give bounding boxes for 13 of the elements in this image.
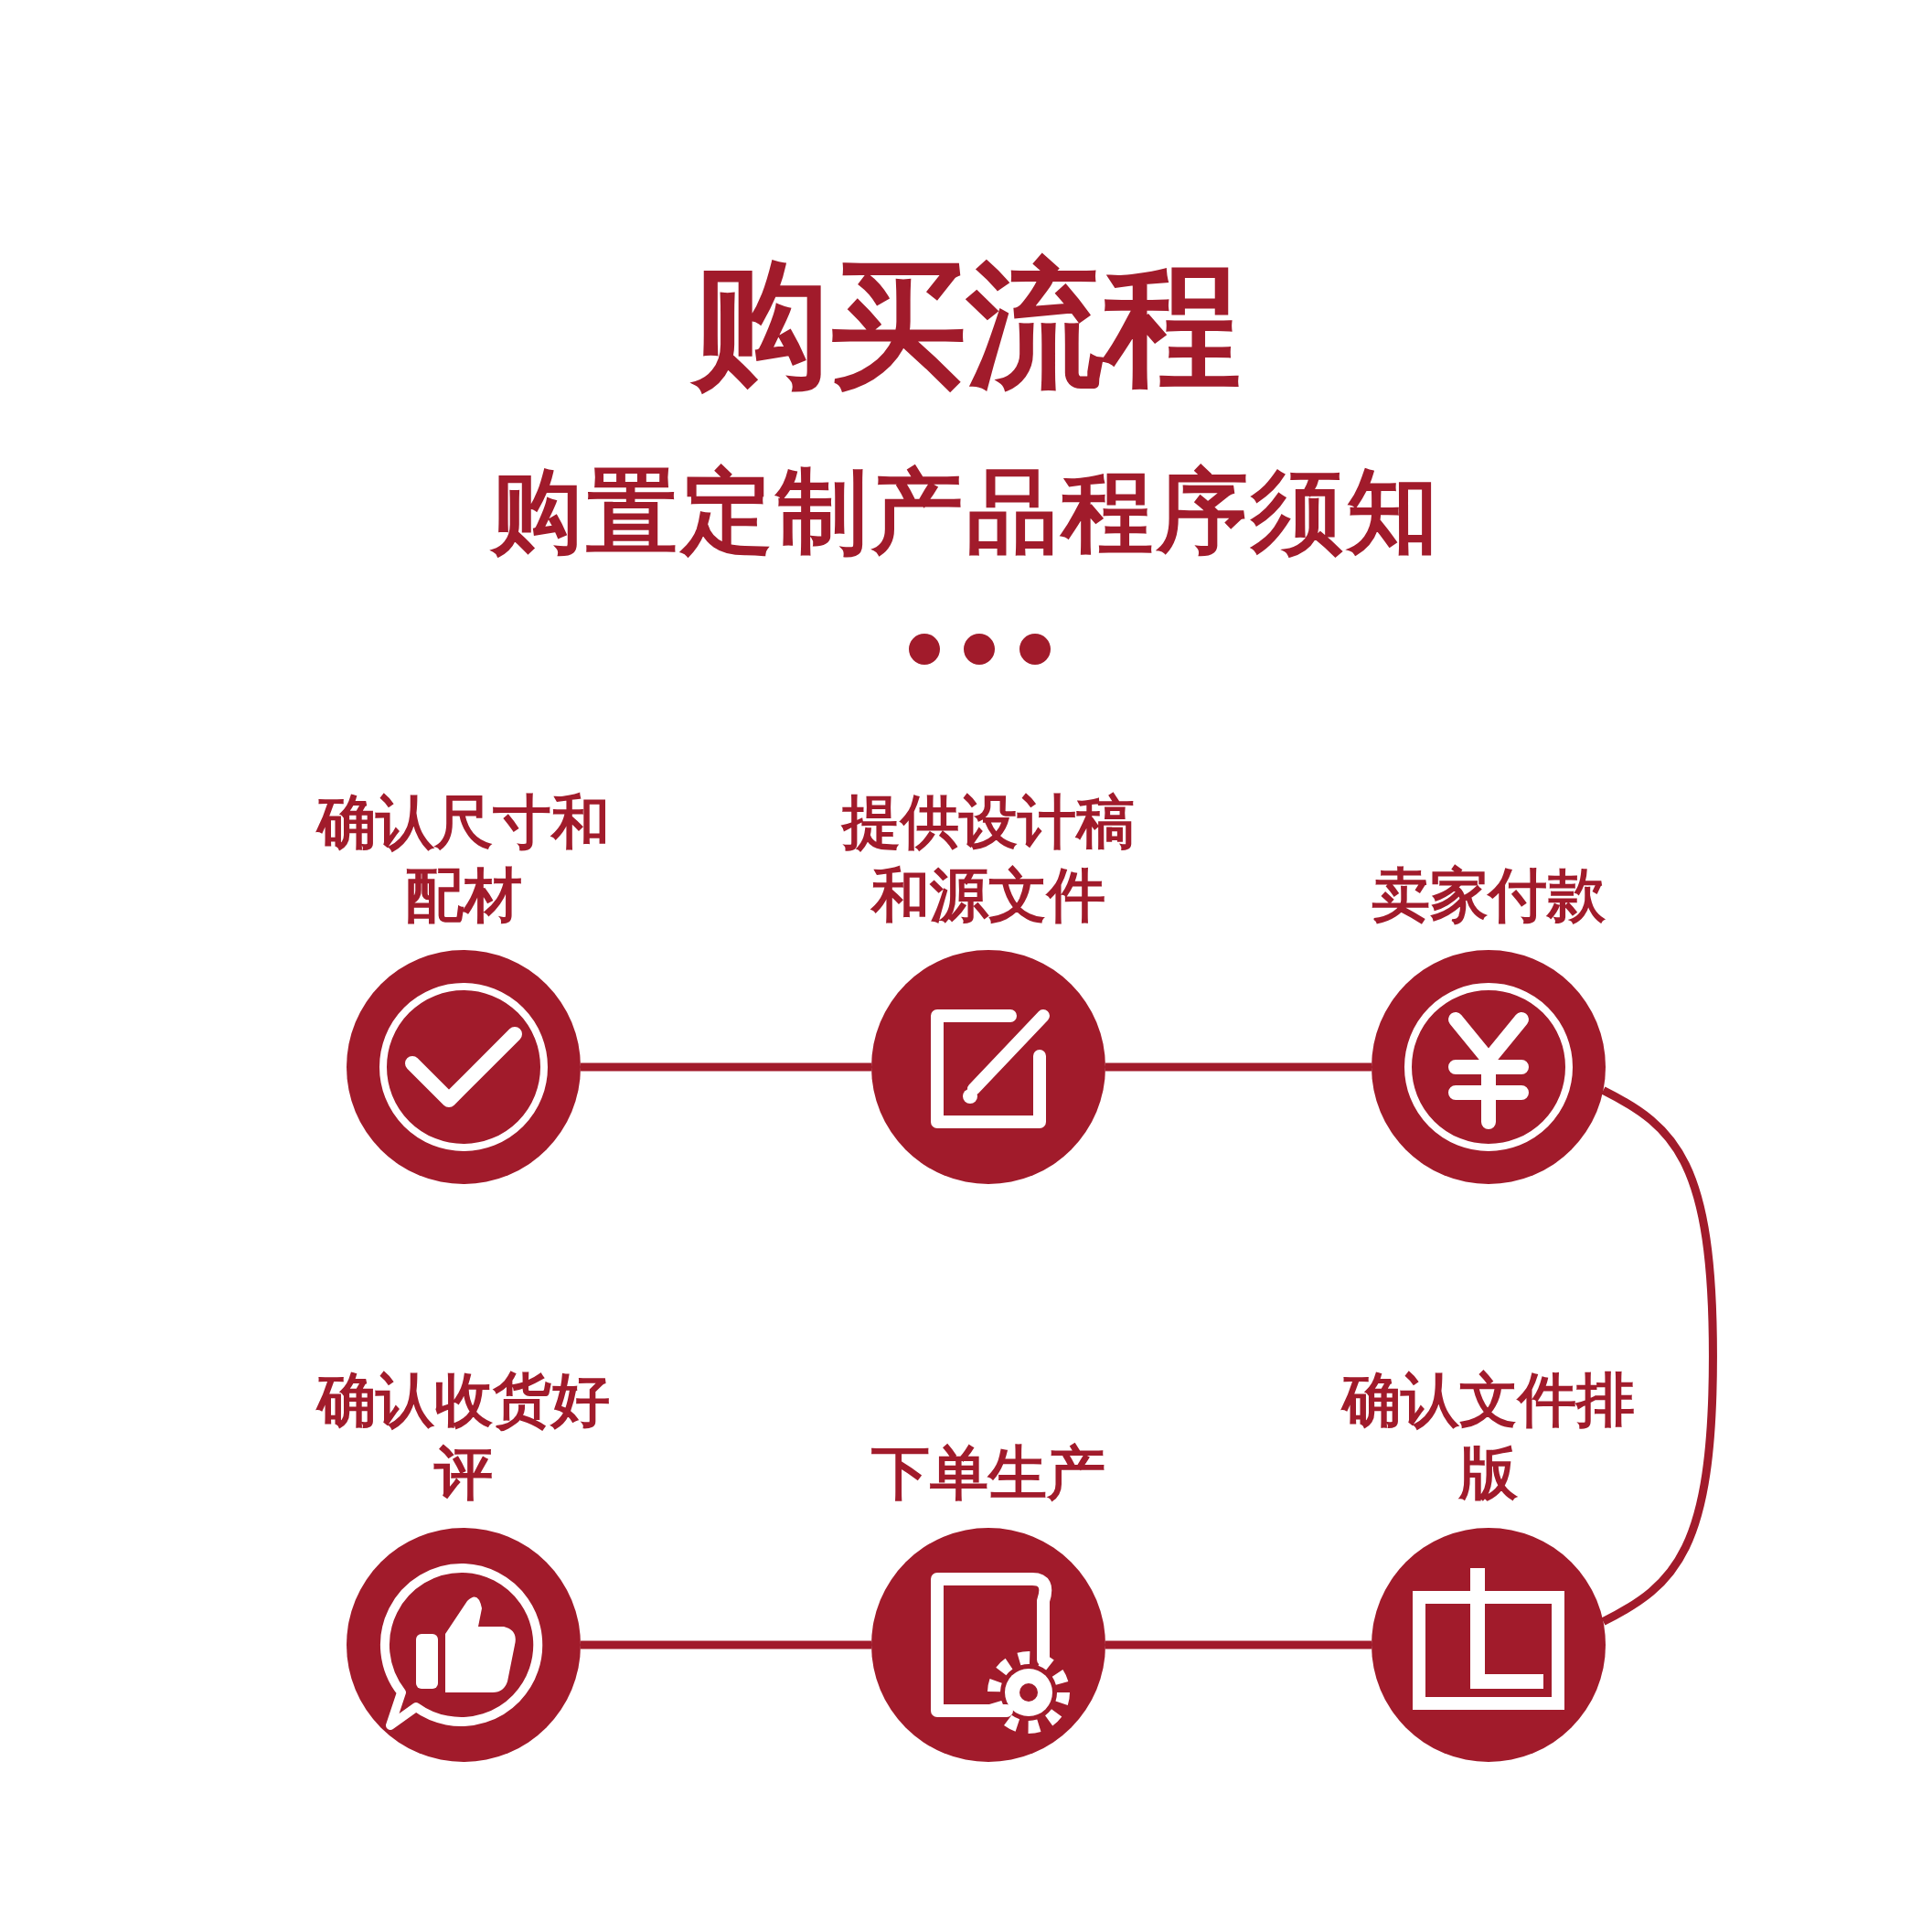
- connector-line: [1601, 1086, 1717, 1626]
- connector-line: [1105, 1062, 1372, 1072]
- step-label: 下单生产: [870, 1438, 1106, 1509]
- connector-line: [581, 1640, 871, 1649]
- step-label: 确认收货好评: [315, 1365, 611, 1509]
- connector-line: [1105, 1640, 1372, 1649]
- subtitle: 购置定制产品程序须知: [488, 457, 1443, 567]
- step-label: 确认尺寸和配材: [315, 787, 611, 931]
- step-label: 确认文件排版: [1340, 1365, 1636, 1509]
- connector-line: [581, 1062, 871, 1072]
- step-label: 提供设计稿和源文件: [839, 787, 1136, 931]
- step-label: 卖家付款: [1371, 860, 1606, 931]
- title: 购买流程: [689, 244, 1242, 406]
